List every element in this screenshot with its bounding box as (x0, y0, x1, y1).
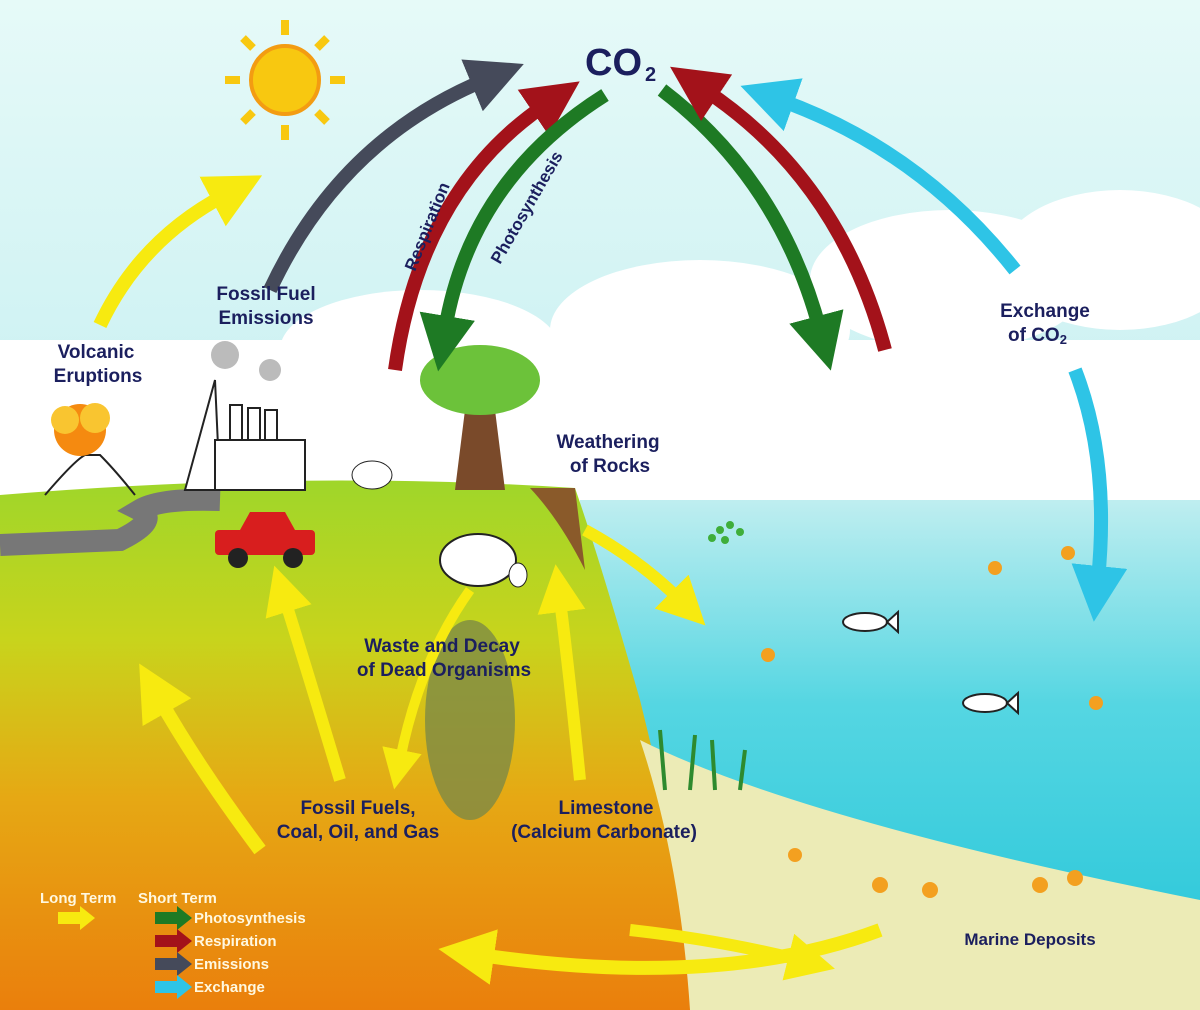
respiration-arrow-left (388, 81, 580, 371)
label-fossil-fuels-2: Coal, Oil, and Gas (277, 822, 440, 843)
legend-label-respiration: Respiration (194, 933, 277, 950)
fish-icon (842, 609, 1019, 716)
label-weathering-2: of Rocks (570, 456, 650, 477)
label-fossil-emissions: Fossil Fuel (216, 284, 315, 305)
volcanic-arrow (93, 175, 263, 328)
legend-short-term: Short Term (138, 890, 217, 907)
car-icon (215, 512, 315, 568)
sun-icon (225, 20, 345, 140)
rock-cliff (530, 488, 585, 570)
label-marine-deposits: Marine Deposits (964, 930, 1095, 949)
weathering-arrow (582, 524, 706, 626)
decay-arrow (382, 587, 475, 790)
label-volcanic: Volcanic (58, 342, 135, 363)
volcano-icon (44, 403, 136, 496)
label-volcanic-2: Eruptions (54, 366, 143, 387)
legend: Long Term Short Term PhotosynthesisRespi… (40, 890, 306, 999)
exchange-arrow-down (1068, 367, 1128, 622)
sheep-small-icon (351, 460, 393, 490)
label-exchange-2: of CO2 (1008, 325, 1067, 347)
legend-arrow-exchange (155, 975, 192, 999)
label-exchange: Exchange (1000, 301, 1090, 322)
sea-floor (640, 740, 1200, 1010)
label-fossil-emissions-2: Emissions (218, 308, 313, 329)
legend-label-exchange: Exchange (194, 979, 265, 996)
legend-label-photosynthesis: Photosynthesis (194, 910, 306, 927)
label-limestone: Limestone (558, 798, 653, 819)
factory-icon (183, 341, 306, 491)
decay-particles (425, 620, 515, 820)
label-limestone-2: (Calcium Carbonate) (511, 822, 697, 843)
sheep-icon (439, 533, 528, 588)
label-fossil-fuels: Fossil Fuels, (300, 798, 415, 819)
label-waste-2: of Dead Organisms (357, 660, 531, 681)
road (0, 488, 221, 556)
clouds (0, 190, 1200, 510)
legend-arrow-respiration (155, 929, 192, 953)
label-weathering: Weathering (556, 432, 659, 453)
shells (761, 546, 1103, 898)
seaweed (658, 729, 747, 791)
land (0, 480, 700, 1010)
legend-label-emissions: Emissions (194, 956, 269, 973)
algae (708, 521, 744, 544)
legend-arrow-photosynthesis (155, 906, 192, 930)
deposit-arrow-2 (629, 924, 835, 981)
limestone-arrow (537, 564, 586, 781)
label-waste: Waste and Decay (364, 636, 520, 657)
fossil-fuel-arrow-1 (265, 565, 346, 782)
legend-long-term: Long Term (40, 890, 116, 907)
emissions-arrow (263, 59, 524, 293)
legend-arrow-emissions (155, 952, 192, 976)
respiration-arrow-right (670, 66, 892, 352)
exchange-arrow-up (740, 78, 1021, 275)
legend-long-term-arrow (58, 906, 95, 930)
deposit-arrow-1 (438, 923, 883, 985)
fossil-fuel-arrow-2 (139, 663, 266, 855)
photosynthesis-arrow-left (419, 89, 609, 372)
